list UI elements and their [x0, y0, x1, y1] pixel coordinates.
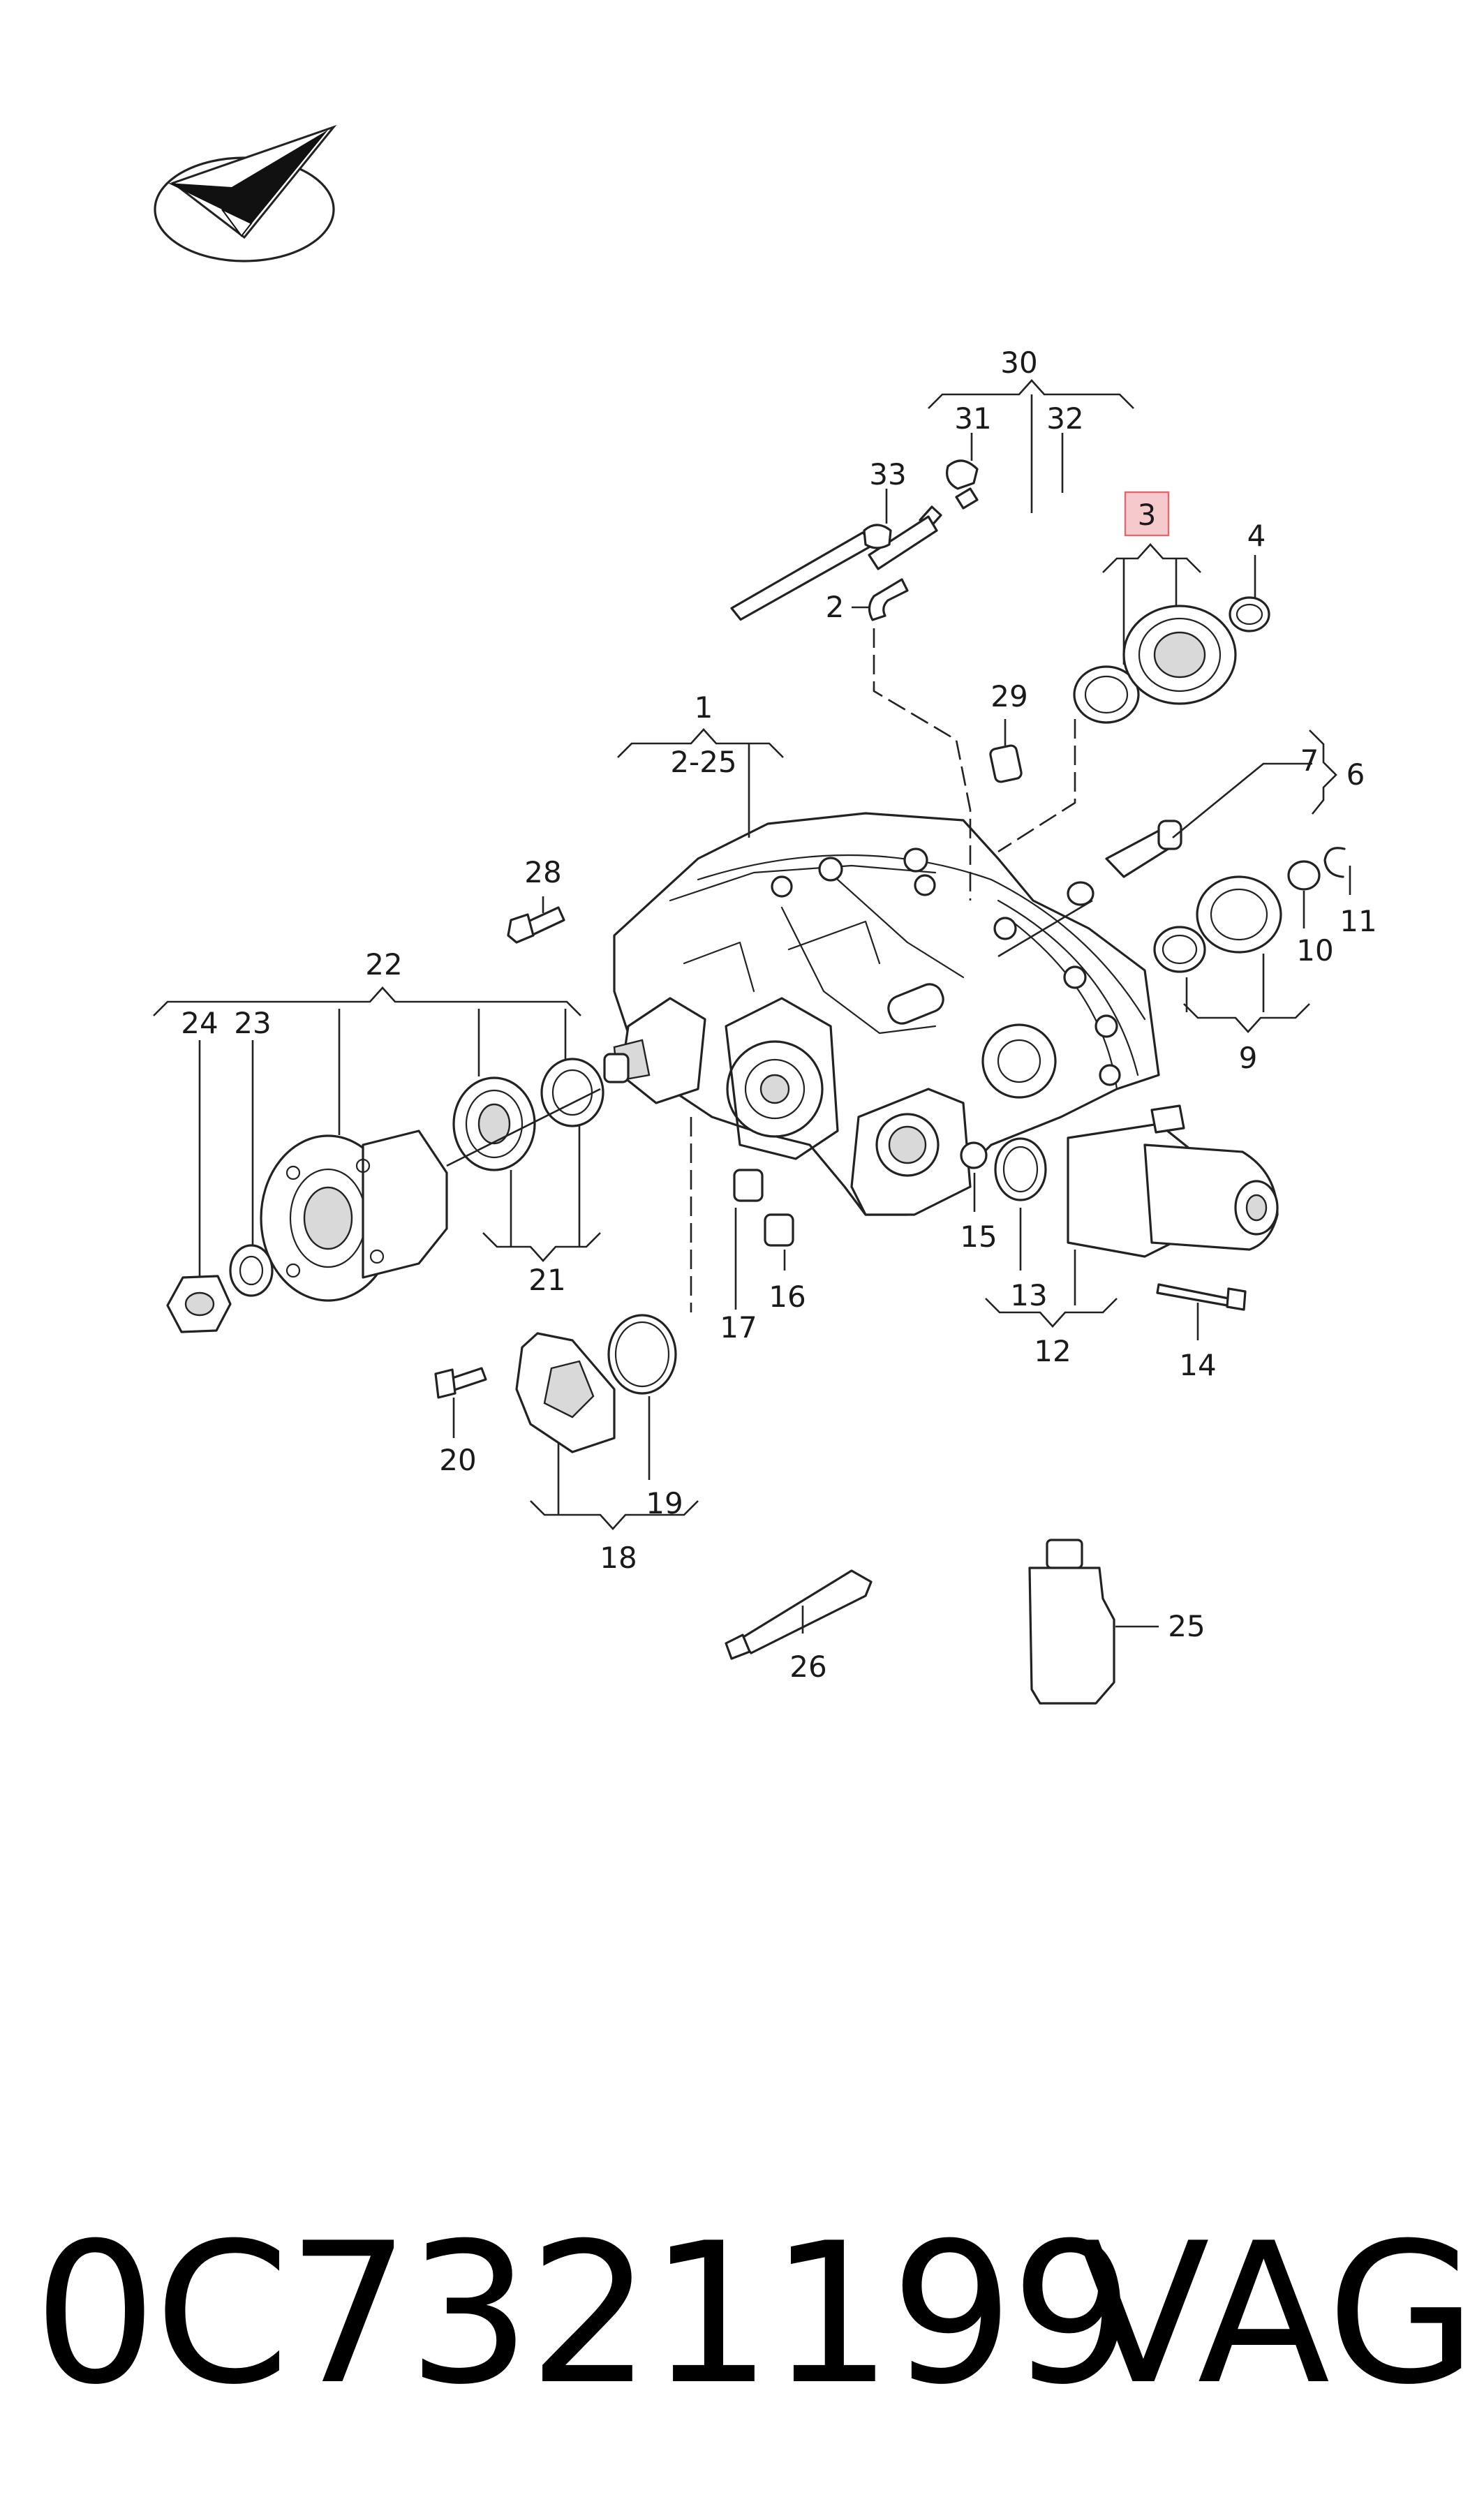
callout-17: 17 — [720, 1310, 757, 1345]
callout-23: 23 — [234, 1006, 271, 1040]
callout-15: 15 — [960, 1220, 997, 1254]
callout-31: 31 — [954, 401, 991, 436]
callout-14: 14 — [1179, 1348, 1216, 1382]
part-number: 0C7321199 — [34, 2201, 1134, 2427]
callout-13: 13 — [1010, 1278, 1047, 1312]
callout-16: 16 — [769, 1280, 806, 1314]
callout-19: 19 — [646, 1486, 683, 1520]
callout-1-range: 2-25 — [670, 745, 736, 779]
speed-sensor-assembly — [997, 820, 1346, 973]
oil-bottle-and-sealant — [725, 1539, 1115, 1705]
callout-30: 30 — [1000, 346, 1037, 380]
callout-9: 9 — [1239, 1041, 1258, 1075]
callout-3: 3 — [1138, 498, 1157, 532]
shaft-seal-assembly — [997, 596, 1270, 853]
callout-2: 2 — [826, 590, 845, 624]
callout-18: 18 — [600, 1541, 637, 1575]
cover-assembly — [434, 1117, 794, 1453]
callout-28: 28 — [524, 855, 561, 889]
callout-33: 33 — [869, 457, 906, 491]
callout-4: 4 — [1247, 519, 1266, 553]
transfer-case-housing — [603, 812, 1160, 1216]
callout-21: 21 — [528, 1263, 565, 1297]
brand-name: VAG — [1076, 2201, 1477, 2427]
callout-leaders — [153, 379, 1351, 1634]
callout-24: 24 — [181, 1006, 218, 1040]
callout-11: 11 — [1340, 904, 1377, 938]
callout-1: 1 — [695, 690, 713, 725]
callout-7: 7 — [1300, 743, 1319, 778]
callout-labels: 1 2-25 2 3 4 6 7 9 10 11 12 13 14 15 16 … — [181, 346, 1377, 1684]
callout-10: 10 — [1296, 933, 1333, 968]
callout-12: 12 — [1034, 1334, 1071, 1368]
callout-25: 25 — [1168, 1609, 1205, 1643]
callout-3-highlight — [1124, 491, 1170, 537]
callout-20: 20 — [439, 1443, 476, 1477]
callout-29: 29 — [990, 679, 1027, 713]
callout-32: 32 — [1046, 401, 1083, 436]
check-arrow-ellipse-icon — [154, 124, 337, 262]
breather-assembly — [730, 459, 1023, 901]
callout-26: 26 — [789, 1650, 826, 1684]
output-flange-assembly — [166, 906, 604, 1333]
callout-22: 22 — [365, 947, 402, 982]
callout-6: 6 — [1346, 757, 1365, 792]
actuator-motor-assembly — [960, 1104, 1279, 1311]
